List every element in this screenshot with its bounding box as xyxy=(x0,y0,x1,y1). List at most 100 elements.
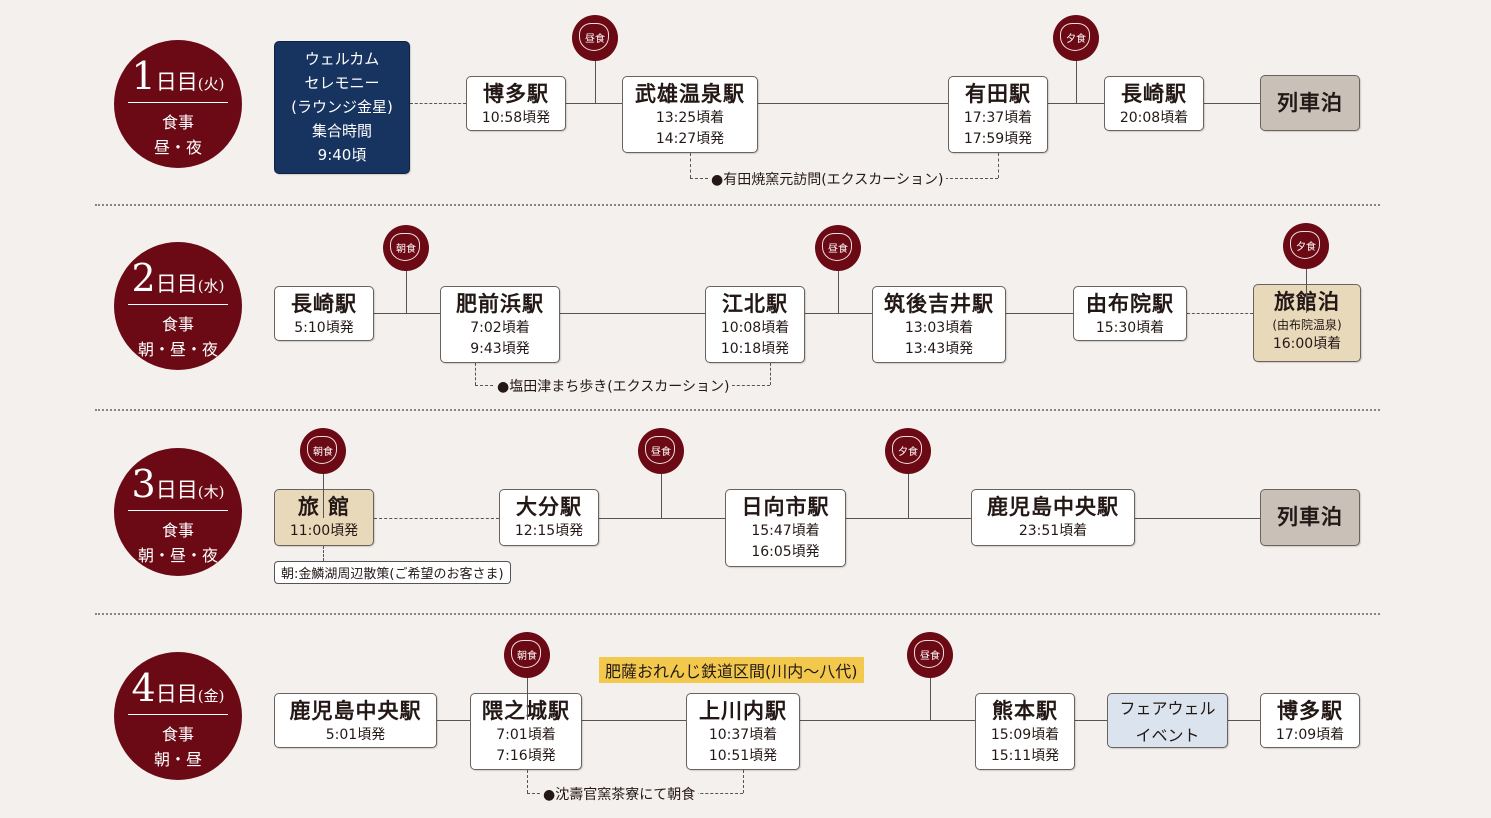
stop-box[interactable]: 博多駅 10:58頃発 xyxy=(466,76,566,131)
day-badge: 4日目(金)食事朝・昼 xyxy=(114,652,242,780)
stop-time: 13:25頃着 xyxy=(655,110,725,126)
stop-time: 14:27頃発 xyxy=(655,131,725,147)
stop-time: 15:47頃着 xyxy=(751,523,820,539)
railway-section-label: 肥薩おれんじ鉄道区間(川内〜八代) xyxy=(599,657,864,683)
route-line xyxy=(560,313,705,314)
meal-connector xyxy=(406,268,407,313)
weekday: (火) xyxy=(197,75,225,93)
stop-box[interactable]: 旅館泊(由布院温泉)16:00頃着 xyxy=(1253,284,1361,362)
stop-time: (ラウンジ金星) xyxy=(291,98,393,116)
meal-icon-label: 昼食 xyxy=(920,651,940,662)
meals-info: 食事朝・昼 xyxy=(114,722,242,772)
meals: 昼・夜 xyxy=(153,138,202,157)
day-number: 2日目(水) xyxy=(114,256,242,300)
stop-time: 7:02頃着 xyxy=(470,320,530,336)
stop-time: 17:59頃発 xyxy=(963,131,1033,147)
stop-time: ウェルカム xyxy=(304,50,380,68)
route-line xyxy=(1135,518,1260,519)
stop-time: 9:43頃発 xyxy=(470,341,530,357)
stop-time: 10:37頃着 xyxy=(708,727,778,743)
route-line xyxy=(1228,720,1260,721)
day-number: 1日目(火) xyxy=(114,54,242,98)
stop-name: 博多駅 xyxy=(483,81,549,106)
meal-label: 食事 xyxy=(161,315,194,334)
route-line xyxy=(1187,313,1253,314)
stop-time: 5:01頃発 xyxy=(325,727,386,743)
stop-time: 13:43頃発 xyxy=(904,341,974,357)
meal-icon: 昼食 xyxy=(638,428,684,474)
day-number: 3日目(木) xyxy=(114,462,242,506)
section-divider xyxy=(95,204,1380,206)
stop-time: 5:10頃発 xyxy=(294,320,354,336)
stop-subtitle: (由布院温泉) xyxy=(1272,318,1342,332)
stop-time: 16:05頃発 xyxy=(751,544,820,560)
divider xyxy=(128,714,228,715)
stop-name: 江北駅 xyxy=(722,291,788,316)
stop-time: 集合時間 xyxy=(311,122,372,140)
meal-icon: 朝食 xyxy=(300,428,346,474)
bowl-icon xyxy=(579,23,609,51)
stop-time: 10:58頃発 xyxy=(481,110,551,126)
stop-time: フェアウェル xyxy=(1119,699,1216,718)
meal-icon: 昼食 xyxy=(572,15,618,61)
route-line xyxy=(800,720,975,721)
bowl-icon xyxy=(1290,231,1320,259)
stop-time: 10:18頃発 xyxy=(720,341,790,357)
weekday: (水) xyxy=(197,277,225,295)
route-line xyxy=(437,720,470,721)
stop-box[interactable]: 博多駅 17:09頃着 xyxy=(1260,693,1360,748)
optional-note: 朝:金鱗湖周辺散策(ご希望のお客さま) xyxy=(274,561,511,584)
stop-box[interactable]: 列車泊 xyxy=(1260,489,1360,546)
meal-connector xyxy=(838,268,839,313)
divider xyxy=(128,304,228,305)
stop-time: 15:30頃着 xyxy=(1095,320,1165,336)
weekday: (金) xyxy=(197,687,225,705)
stop-box[interactable]: 由布院駅 15:30頃着 xyxy=(1073,286,1187,341)
excursion-connector xyxy=(998,153,999,178)
stop-box[interactable]: 列車泊 xyxy=(1260,75,1360,131)
stop-time: 12:15頃発 xyxy=(514,523,584,539)
bowl-icon xyxy=(892,436,922,464)
excursion-connector xyxy=(770,363,771,385)
meal-icon: 昼食 xyxy=(815,225,861,271)
meal-connector xyxy=(1076,58,1077,103)
section-divider xyxy=(95,613,1380,615)
day-badge: 3日目(木) 食事朝・昼・夜 xyxy=(114,448,242,576)
bowl-icon xyxy=(822,233,852,261)
stop-time: 17:09頃着 xyxy=(1275,727,1345,743)
excursion-label: ●塩田津まち歩き(エクスカーション) xyxy=(494,376,733,396)
day-badge: 2日目(水)食事朝・昼・夜 xyxy=(114,242,242,370)
bowl-icon xyxy=(307,436,337,464)
day-num: 4 xyxy=(131,666,156,710)
stop-name: 博多駅 xyxy=(1277,698,1343,723)
excursion-connector xyxy=(475,363,476,385)
route-line xyxy=(846,518,971,519)
stop-time: 9:40頃 xyxy=(317,146,367,164)
bowl-icon xyxy=(914,640,944,668)
stop-name: 列車泊 xyxy=(1277,504,1343,529)
meal-icon-label: 夕食 xyxy=(898,447,918,458)
meals-info: 食事朝・昼・夜 xyxy=(114,518,242,568)
stop-name: 由布院駅 xyxy=(1086,291,1174,316)
route-line xyxy=(410,103,466,104)
meal-icon: 夕食 xyxy=(885,428,931,474)
stop-box[interactable]: フェアウェルイベント xyxy=(1107,693,1228,748)
stop-time: 20:08頃着 xyxy=(1119,110,1189,126)
stop-name: 隈之城駅 xyxy=(482,698,570,723)
